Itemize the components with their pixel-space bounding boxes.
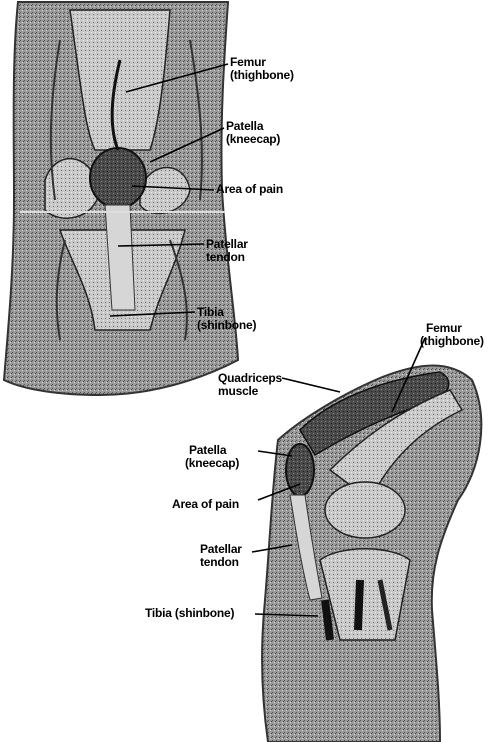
label-side-femur: Femur (thighbone) (420, 322, 484, 348)
label-front-femur: Femur (thighbone) (230, 56, 294, 82)
label-side-patella: Patella (kneecap) (185, 444, 239, 470)
label-front-patellar-tendon: Patellar tendon (206, 238, 248, 264)
label-side-tibia: Tibia (shinbone) (145, 607, 234, 620)
front-patella (90, 148, 146, 208)
label-front-area-of-pain: Area of pain (216, 183, 283, 196)
label-front-femur-line2: (thighbone) (230, 69, 294, 82)
label-side-tibia-line1: Tibia (shinbone) (145, 607, 234, 620)
label-side-area-of-pain-line1: Area of pain (172, 498, 239, 511)
label-front-tibia-line2: (shinbone) (197, 319, 256, 332)
label-side-patellar-tendon-line2: tendon (200, 556, 242, 569)
label-front-area-of-pain-line1: Area of pain (216, 183, 283, 196)
side-knee-view (262, 366, 481, 742)
label-front-patellar-tendon-line2: tendon (206, 251, 248, 264)
side-condyle (325, 482, 405, 538)
label-front-tibia: Tibia (shinbone) (197, 306, 256, 332)
label-side-quadriceps-line2: muscle (218, 385, 282, 398)
front-knee-view (4, 2, 238, 395)
label-side-femur-line2: (thighbone) (420, 335, 484, 348)
label-side-patellar-tendon: Patellar tendon (200, 543, 242, 569)
label-front-patella-line2: (kneecap) (226, 133, 280, 146)
label-front-patella: Patella (kneecap) (226, 120, 280, 146)
label-side-area-of-pain: Area of pain (172, 498, 239, 511)
label-side-quadriceps: Quadriceps muscle (218, 372, 282, 398)
leader-quadriceps-side (282, 378, 340, 392)
label-side-patella-line2: (kneecap) (185, 457, 239, 470)
